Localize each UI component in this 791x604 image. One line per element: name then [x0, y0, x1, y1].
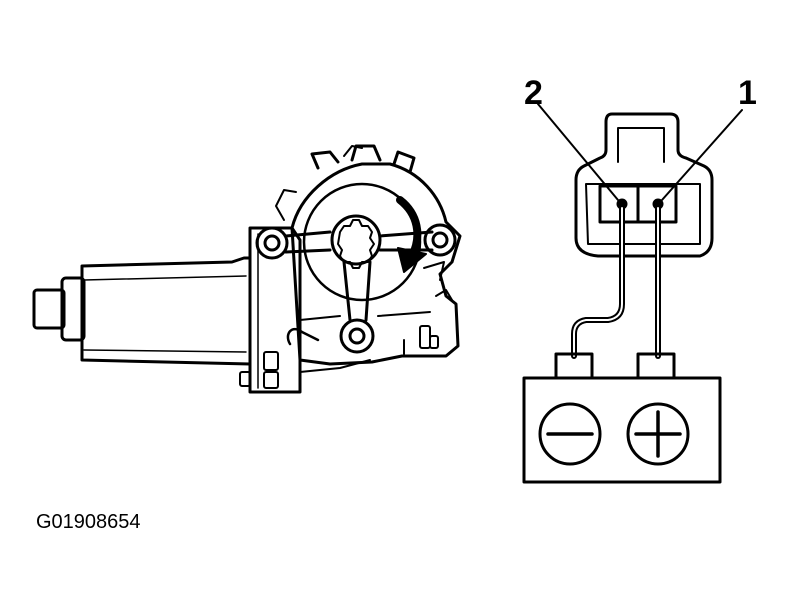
jumper-wires [571, 205, 661, 359]
connector [537, 103, 743, 258]
connector-housing [574, 112, 714, 258]
plus-icon [626, 402, 690, 466]
terminal-1-label: 1 [738, 74, 757, 112]
gear-housing [290, 162, 462, 366]
battery-case [522, 376, 722, 484]
housing-top-teeth [310, 144, 416, 174]
mount-hole-left [255, 226, 289, 260]
leader-line-1 [661, 109, 743, 201]
mount-hole-right [423, 223, 457, 257]
rotation-arrow-icon [396, 196, 427, 273]
motor-flange [248, 226, 302, 394]
wire-terminal-2-to-negative [571, 205, 625, 359]
mount-hole-bottom [339, 318, 375, 354]
window-motor [32, 144, 462, 394]
battery-negative-post [554, 352, 594, 380]
motor-end-bell [60, 276, 86, 342]
leader-line-2 [537, 103, 619, 201]
motor-body [80, 256, 252, 366]
battery-positive-post [636, 352, 676, 380]
terminal-2-label: 2 [524, 74, 543, 112]
minus-icon [538, 402, 602, 466]
battery [522, 352, 722, 484]
output-gear [330, 214, 382, 269]
motor-shaft-cap [32, 288, 66, 330]
figure-code: G01908654 [36, 511, 141, 533]
